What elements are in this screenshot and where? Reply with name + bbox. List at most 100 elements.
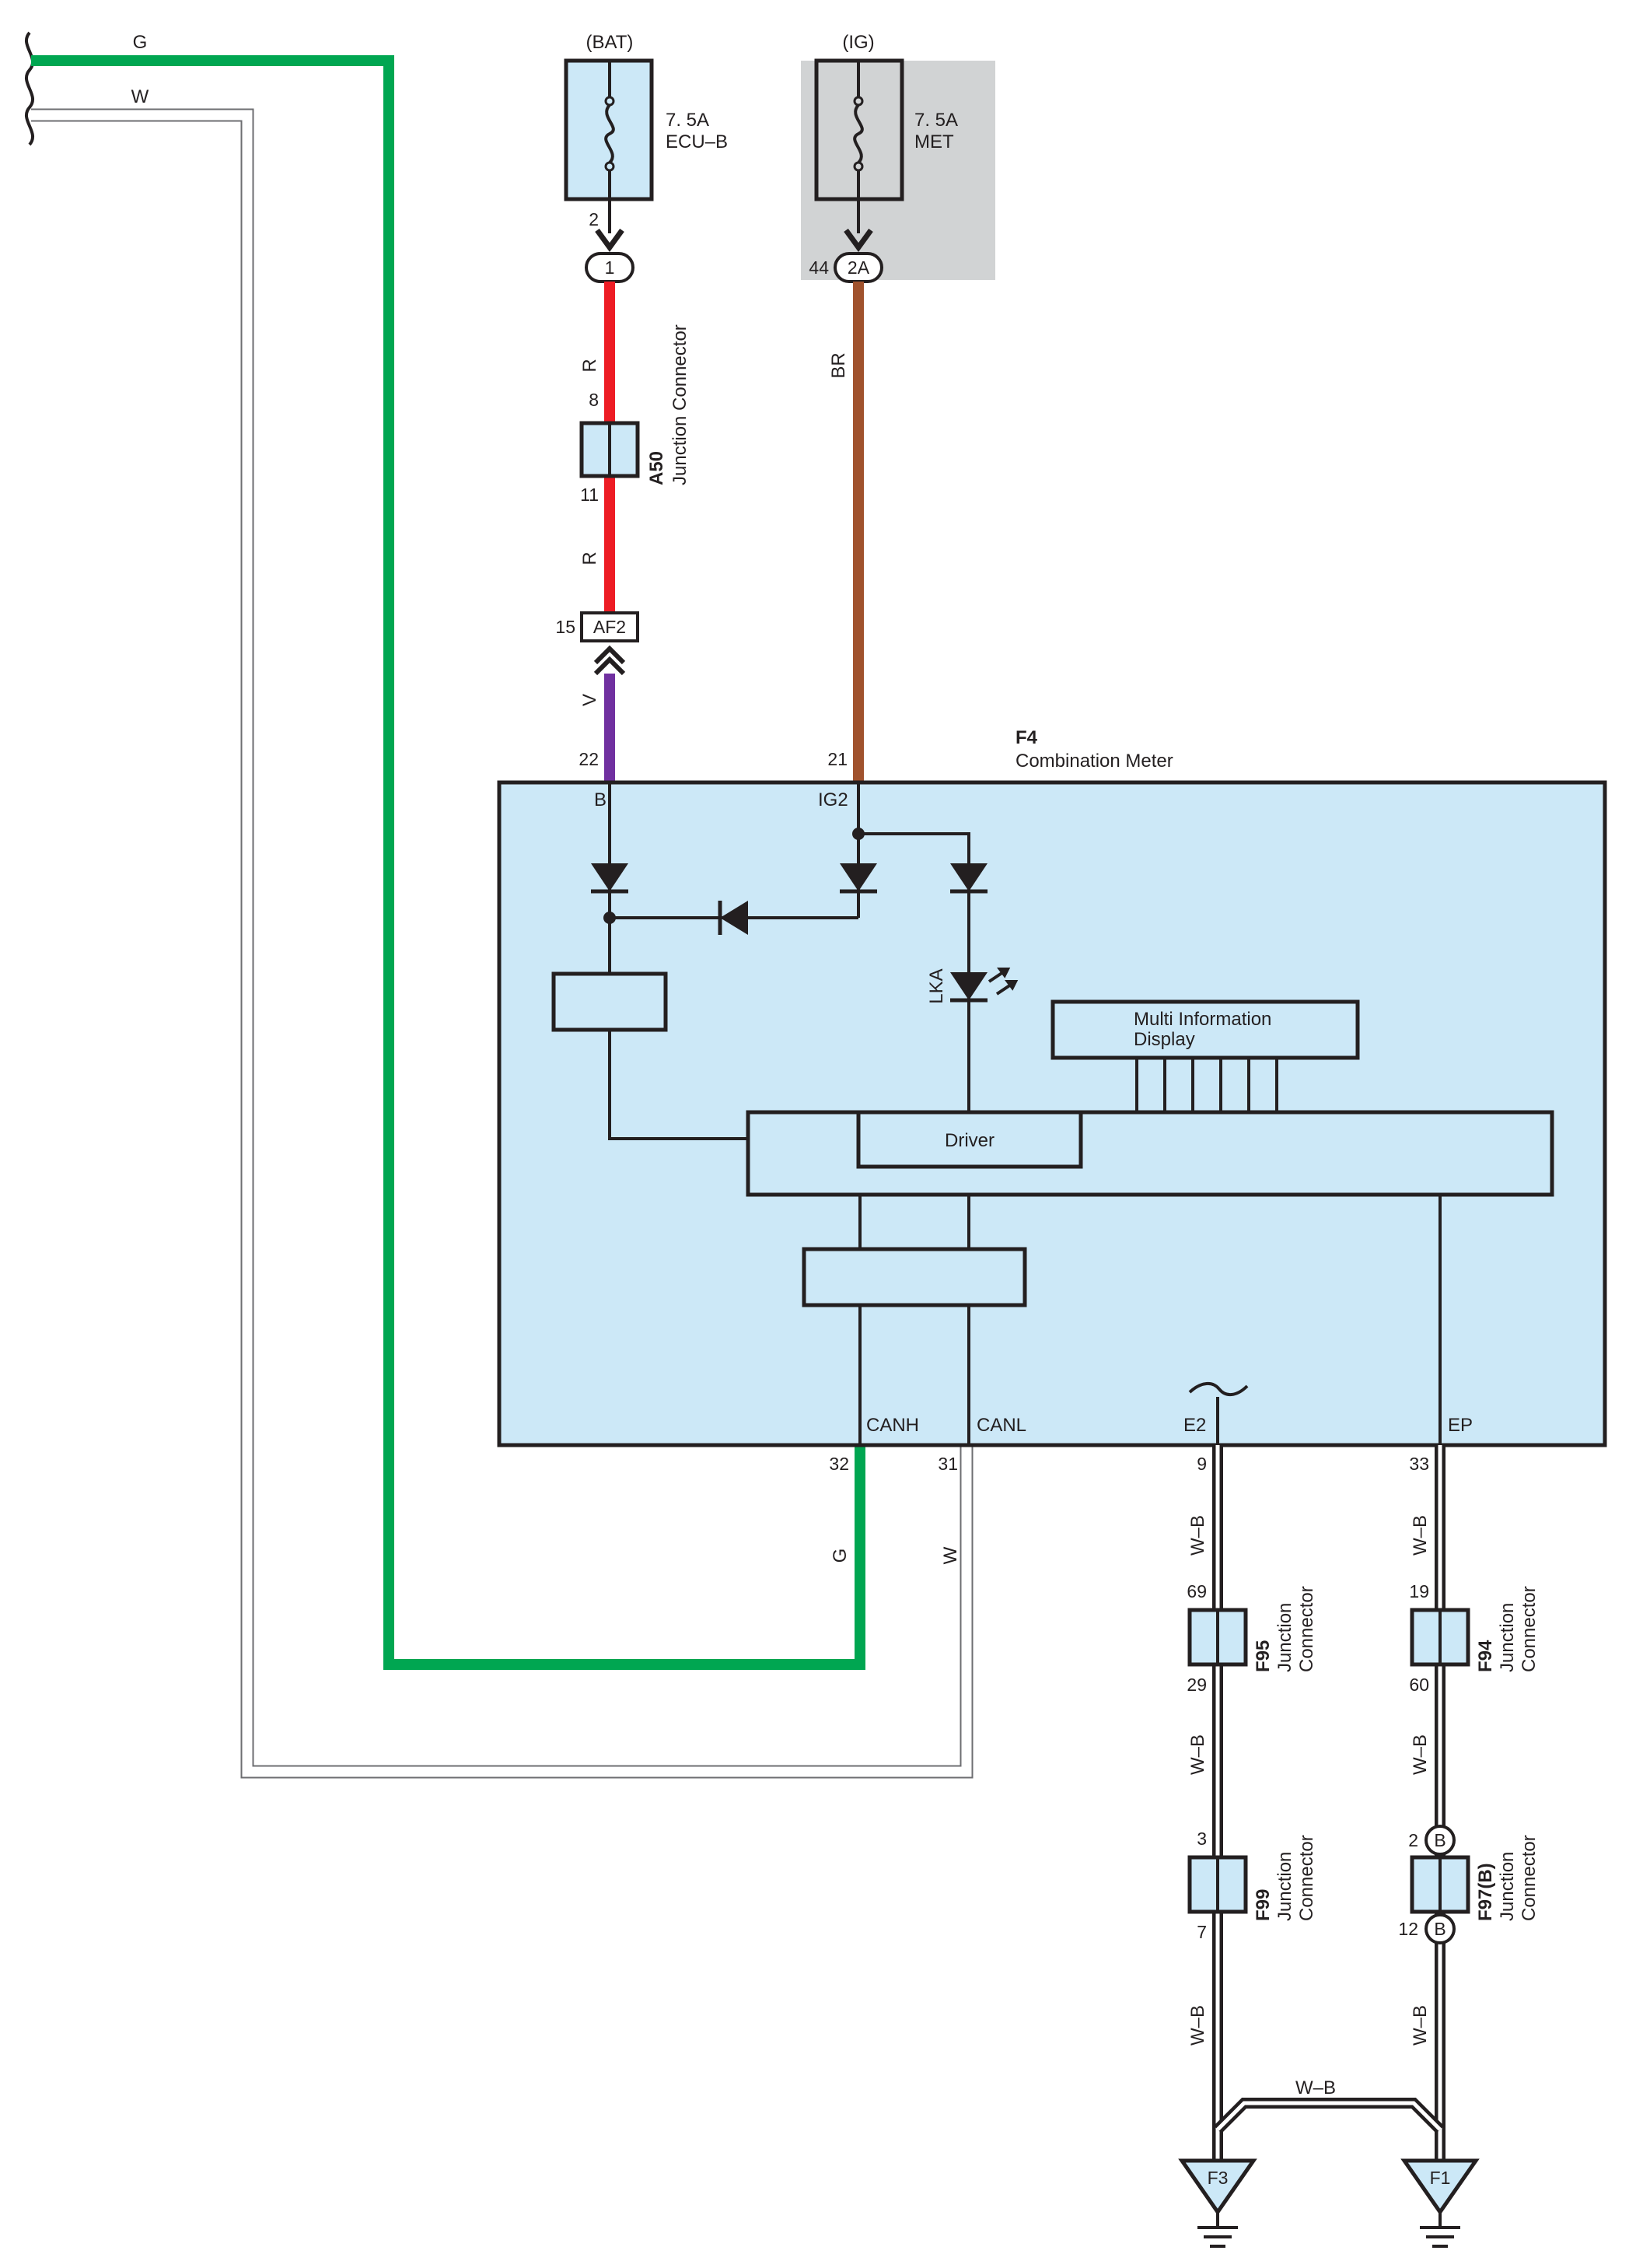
af2-pin: 15: [555, 617, 575, 637]
terminal-e2: E2: [1183, 1415, 1206, 1436]
harness-break-symbol: [24, 31, 35, 146]
fuse-ecu-b-pin: 2: [589, 209, 599, 229]
connector-1: 1: [585, 252, 634, 283]
wire-color-wb-ep-3: W–B: [1410, 2005, 1431, 2046]
e2-tilde-icon: [1188, 1382, 1249, 1396]
connector-af2: AF2: [580, 611, 639, 642]
fuse-met-pin: 44: [809, 257, 829, 278]
wire-color-w-bottom: W: [940, 1546, 961, 1564]
terminal-ig2: IG2: [818, 789, 848, 810]
mid-bus-lines: [1135, 1058, 1278, 1112]
mid-label-line2: Display: [1134, 1029, 1195, 1050]
f97-b-badge-bottom: B: [1425, 1913, 1456, 1944]
wb-link-wire: [1214, 2098, 1444, 2133]
terminal-canl: CANL: [977, 1415, 1026, 1436]
f94-code: F94: [1475, 1640, 1496, 1672]
wire-color-wb-e2-1: W–B: [1187, 1515, 1208, 1556]
driver-block: [856, 1110, 1083, 1169]
internal-power-block: [551, 971, 668, 1032]
f95-name-line2: Connector: [1296, 1586, 1317, 1672]
af2-double-arrow-icon: [593, 645, 626, 676]
f95-code: F95: [1253, 1640, 1274, 1672]
wire-color-r1: R: [579, 359, 600, 372]
f97-pin-bottom: 12: [1398, 1919, 1418, 1939]
meter-name: Combination Meter: [1016, 751, 1173, 772]
svg-text:B: B: [1434, 1830, 1445, 1850]
wire-color-r2: R: [579, 551, 600, 565]
f97-pin-top: 2: [1408, 1830, 1418, 1850]
internal-power-to-cpu: [608, 1030, 748, 1140]
diode-b-icon: [591, 863, 628, 891]
g-wire-canh: [31, 55, 865, 1670]
junction-connector-f97b: [1410, 1855, 1470, 1914]
meter-pin-e2: 9: [1197, 1454, 1207, 1474]
svg-text:1: 1: [605, 257, 615, 278]
a50-pin-bottom: 11: [580, 485, 599, 505]
ground-f3: F3: [1178, 2158, 1257, 2248]
diode-ig2-icon: [840, 863, 877, 891]
f95-pin-bottom: 29: [1187, 1675, 1207, 1695]
wire-color-w-top: W: [131, 86, 149, 107]
wire-color-wb-e2-2: W–B: [1187, 1734, 1208, 1775]
wire-color-wb-e2-3: W–B: [1187, 2005, 1208, 2046]
svg-text:AF2: AF2: [593, 617, 626, 637]
meter-pin-b: 22: [579, 749, 599, 769]
f95-pin-top: 69: [1187, 1581, 1207, 1601]
terminal-canh: CANH: [866, 1415, 919, 1436]
svg-text:B: B: [1434, 1919, 1445, 1939]
w-wire-canl: [31, 108, 974, 1779]
lka-led-light-arrows-icon: [988, 968, 1019, 996]
a50-code: A50: [646, 451, 667, 485]
bat-arrow-icon: [595, 228, 624, 252]
f94-name-line2: Connector: [1519, 1586, 1540, 1672]
f99-pin-top: 3: [1197, 1829, 1207, 1849]
f97-b-badge-top: B: [1425, 1825, 1456, 1856]
junction-connector-f99: [1187, 1855, 1248, 1914]
terminal-ep: EP: [1448, 1415, 1473, 1436]
junction-connector-a50: [579, 421, 640, 478]
wire-color-wb-ep-1: W–B: [1410, 1515, 1431, 1556]
mid-label-line1: Multi Information: [1134, 1009, 1271, 1030]
lka-label: LKA: [926, 968, 947, 1003]
diode-lka-feed-icon: [950, 863, 988, 891]
wire-color-g-bottom: G: [830, 1549, 851, 1563]
multi-information-display: [1050, 999, 1360, 1060]
driver-label: Driver: [945, 1130, 995, 1151]
meter-code: F4: [1016, 727, 1038, 748]
f99-pin-bottom: 7: [1197, 1922, 1207, 1942]
a50-name: Junction Connector: [669, 324, 690, 485]
f95-name-line1: Junction: [1274, 1603, 1295, 1672]
f99-code: F99: [1253, 1889, 1274, 1921]
svg-text:F1: F1: [1430, 2168, 1451, 2188]
f97-code: F97(B): [1475, 1863, 1496, 1921]
f94-pin-top: 19: [1409, 1581, 1429, 1601]
a50-pin-top: 8: [589, 390, 599, 410]
meter-pin-canl: 31: [938, 1454, 958, 1474]
f94-pin-bottom: 60: [1409, 1675, 1429, 1695]
f97-name-line1: Junction: [1497, 1852, 1518, 1921]
connector-2a: 2A: [834, 252, 883, 283]
ig-supply-label: (IG): [842, 32, 874, 53]
wire-color-br: BR: [828, 352, 849, 378]
f97-name-line2: Connector: [1519, 1835, 1540, 1921]
fuse-ecu-b-rating: 7. 5A: [666, 110, 709, 131]
svg-text:2A: 2A: [848, 257, 870, 278]
fuse-met: [814, 58, 904, 201]
svg-text:F3: F3: [1208, 2168, 1229, 2188]
junction-connector-f94: [1410, 1608, 1470, 1667]
lka-led-icon: [950, 972, 988, 1000]
wire-color-g-top: G: [133, 32, 148, 53]
wire-color-v: V: [579, 694, 600, 706]
fuse-met-name: MET: [914, 131, 954, 152]
ground-f1: F1: [1400, 2158, 1480, 2248]
fuse-met-rating: 7. 5A: [914, 110, 958, 131]
ig-arrow-icon: [844, 228, 873, 252]
can-transceiver-block: [802, 1247, 1027, 1307]
meter-pin-canh: 32: [829, 1454, 849, 1474]
f99-name-line1: Junction: [1274, 1852, 1295, 1921]
meter-pin-ep: 33: [1409, 1454, 1429, 1474]
meter-pin-ig2: 21: [827, 749, 848, 769]
f99-name-line2: Connector: [1296, 1835, 1317, 1921]
diode-ig2-to-b-icon: [720, 901, 748, 935]
